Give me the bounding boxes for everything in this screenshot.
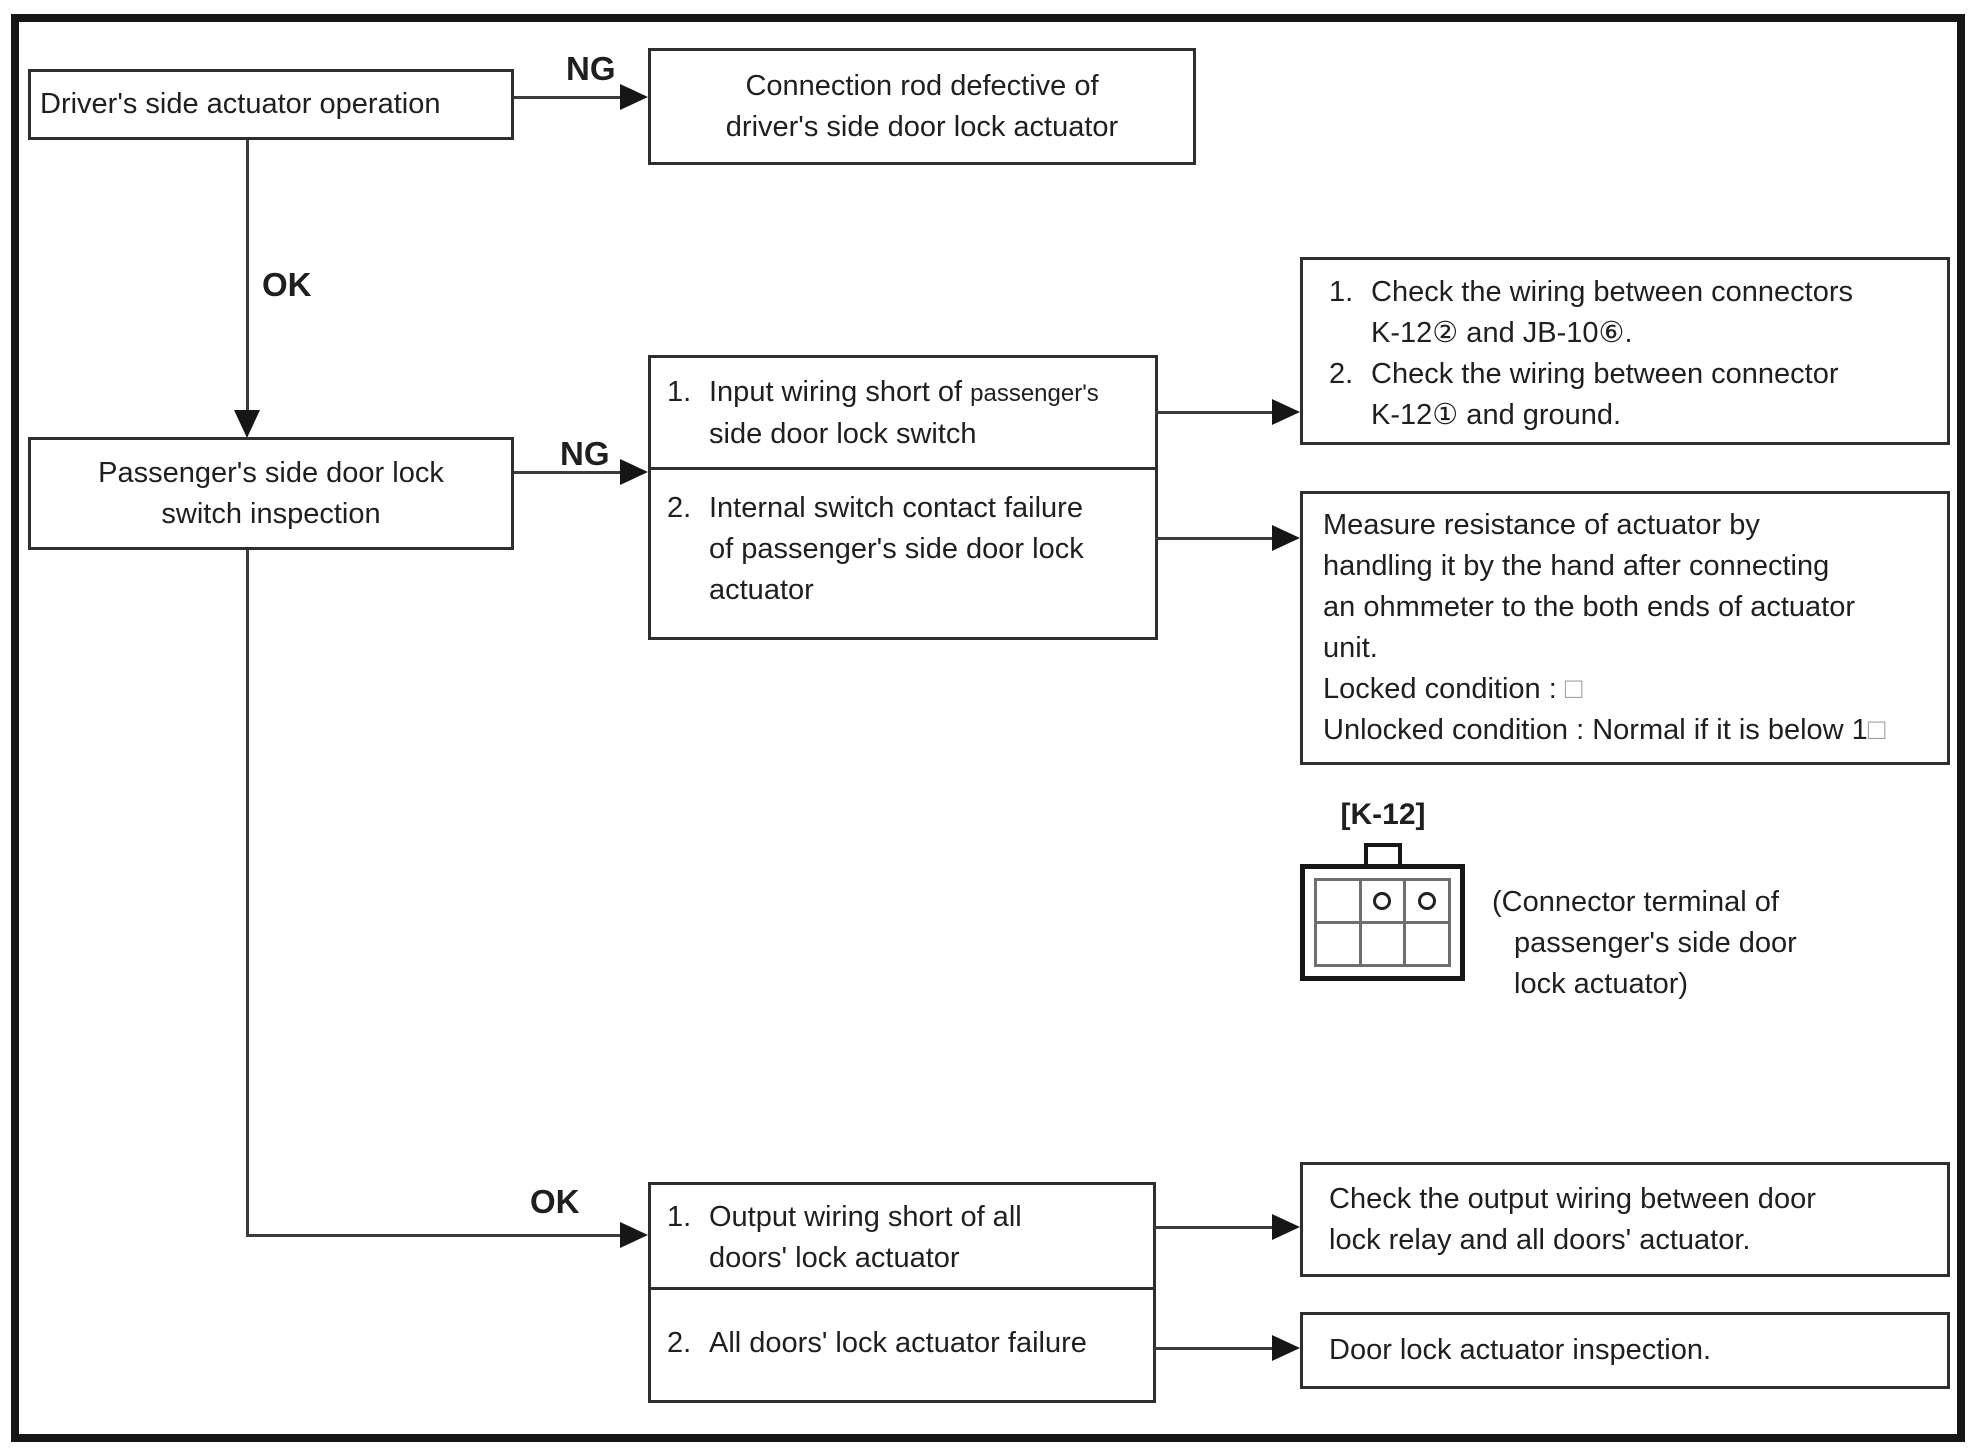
item-text: Input wiring short of xyxy=(709,376,971,408)
item-body: Check the wiring between connector K-12①… xyxy=(1371,354,1838,436)
condition-label: Unlocked condition : Normal if it is bel… xyxy=(1323,714,1868,746)
item-number: 1. xyxy=(667,376,692,408)
node-driver-actuator-operation: Driver's side actuator operation xyxy=(28,69,514,140)
missing-glyph: □ xyxy=(1564,673,1583,705)
node-line: Check the output wiring between door xyxy=(1329,1182,1816,1215)
list-item: 1. Check the wiring between connectors K… xyxy=(1329,272,1943,354)
node-line: Passenger's side door lock xyxy=(98,456,444,489)
arrowhead-right-icon xyxy=(1272,399,1300,425)
caption-line: lock actuator) xyxy=(1514,968,1689,1000)
node-line: unit. xyxy=(1323,632,1378,664)
flow-line xyxy=(246,140,249,413)
flow-line xyxy=(514,96,622,99)
item-text: of passenger's side door lock xyxy=(709,533,1084,565)
item-text: doors' lock actuator xyxy=(709,1242,960,1274)
cause-cell-2: 2. Internal switch contact failure of pa… xyxy=(651,470,1155,611)
item-number: 1. xyxy=(1329,276,1354,308)
arrowhead-right-icon xyxy=(1272,525,1300,551)
item-text: side door lock switch xyxy=(709,418,977,450)
connector-caption: (Connector terminal of passenger's side … xyxy=(1492,882,1797,1005)
item-number: 1. xyxy=(667,1201,692,1233)
item-body: Internal switch contact failure of passe… xyxy=(709,488,1084,611)
terminal-cell xyxy=(1317,881,1359,921)
item-text: K-12② and JB-10⑥. xyxy=(1371,317,1633,349)
node-output-wiring-check: Check the output wiring between door loc… xyxy=(1300,1162,1950,1277)
terminal-cell xyxy=(1361,881,1404,921)
list-item: 2. Internal switch contact failure of pa… xyxy=(667,488,1151,611)
item-text: Check the wiring between connector xyxy=(1371,358,1839,390)
connector-tab xyxy=(1364,843,1402,868)
node-line: handling it by the hand after connecting xyxy=(1323,550,1830,582)
node-passenger-switch-inspection: Passenger's side door lock switch inspec… xyxy=(28,437,514,550)
flow-line xyxy=(1155,411,1274,414)
flow-line xyxy=(514,471,622,474)
terminal-pin-icon xyxy=(1418,892,1437,910)
edge-label-ok-bottom: OK xyxy=(530,1183,580,1220)
list-item: 1. Input wiring short of passenger's sid… xyxy=(667,372,1151,455)
list-item: 1. Output wiring short of all doors' loc… xyxy=(667,1197,1149,1279)
node-line: Unlocked condition : Normal if it is bel… xyxy=(1323,710,1943,751)
caption-line: (Connector terminal of xyxy=(1492,886,1779,918)
terminal-cell xyxy=(1361,924,1404,964)
flow-line xyxy=(246,1234,622,1237)
terminal-pin-icon xyxy=(1373,892,1392,910)
node-wiring-check: 1. Check the wiring between connectors K… xyxy=(1300,257,1950,445)
node-label: Driver's side actuator operation xyxy=(40,88,441,120)
node-connection-rod-defective: Connection rod defective of driver's sid… xyxy=(648,48,1196,165)
arrowhead-right-icon xyxy=(1272,1214,1300,1240)
cause-cell-1: 1. Output wiring short of all doors' loc… xyxy=(651,1185,1153,1290)
connector-terminal-diagram xyxy=(1300,864,1465,981)
node-line: Door lock actuator inspection. xyxy=(1329,1334,1712,1366)
item-number: 2. xyxy=(667,1327,692,1359)
arrowhead-right-icon xyxy=(620,84,648,110)
terminal-cell xyxy=(1406,881,1448,921)
item-number: 2. xyxy=(1329,358,1354,390)
item-text: All doors' lock actuator failure xyxy=(709,1327,1087,1359)
node-resistance-measurement: Measure resistance of actuator by handli… xyxy=(1300,491,1950,765)
item-text-small: passenger's xyxy=(970,380,1099,407)
item-text: Output wiring short of all xyxy=(709,1201,1022,1233)
node-line: Measure resistance of actuator by xyxy=(1323,509,1760,541)
node-line: an ohmmeter to the both ends of actuator xyxy=(1323,591,1855,623)
list-item: 2. All doors' lock actuator failure xyxy=(667,1323,1149,1364)
missing-glyph: □ xyxy=(1867,714,1886,746)
flow-line xyxy=(1155,537,1274,540)
condition-label: Locked condition : xyxy=(1323,673,1565,705)
flow-line xyxy=(1154,1226,1274,1229)
item-text: K-12① and ground. xyxy=(1371,399,1622,431)
arrowhead-down-icon xyxy=(234,410,260,438)
terminal-cell xyxy=(1317,924,1359,964)
node-ok-causes: 1. Output wiring short of all doors' loc… xyxy=(648,1182,1156,1403)
caption-line: passenger's side door xyxy=(1514,927,1797,959)
flow-line xyxy=(1154,1347,1274,1350)
flow-line xyxy=(246,550,249,1237)
item-text: actuator xyxy=(709,574,814,606)
node-line: lock relay and all doors' actuator. xyxy=(1329,1223,1751,1256)
item-body: Output wiring short of all doors' lock a… xyxy=(709,1197,1022,1279)
connector-grid xyxy=(1314,878,1451,967)
item-text: Internal switch contact failure xyxy=(709,492,1083,524)
item-number: 2. xyxy=(667,492,692,524)
item-body: Check the wiring between connectors K-12… xyxy=(1371,272,1853,354)
item-text: Check the wiring between connectors xyxy=(1371,276,1853,308)
node-line: driver's side door lock actuator xyxy=(725,110,1119,143)
node-line: Locked condition : □ xyxy=(1323,669,1943,710)
node-line: Connection rod defective of xyxy=(745,69,1099,102)
edge-label-ng-mid: NG xyxy=(560,435,610,472)
list-item: 2. Check the wiring between connector K-… xyxy=(1329,354,1943,436)
connector-title: [K-12] xyxy=(1340,798,1426,831)
terminal-cell xyxy=(1406,924,1448,964)
arrowhead-right-icon xyxy=(1272,1335,1300,1361)
edge-label-ng-top: NG xyxy=(566,50,616,87)
node-ng-causes: 1. Input wiring short of passenger's sid… xyxy=(648,355,1158,640)
item-body: Input wiring short of passenger's side d… xyxy=(709,372,1099,455)
arrowhead-right-icon xyxy=(620,1222,648,1248)
cause-cell-2: 2. All doors' lock actuator failure xyxy=(651,1290,1153,1397)
cause-cell-1: 1. Input wiring short of passenger's sid… xyxy=(651,358,1155,470)
node-actuator-inspection: Door lock actuator inspection. xyxy=(1300,1312,1950,1389)
node-line: switch inspection xyxy=(161,497,381,530)
edge-label-ok-top: OK xyxy=(262,266,312,303)
arrowhead-right-icon xyxy=(620,459,648,485)
